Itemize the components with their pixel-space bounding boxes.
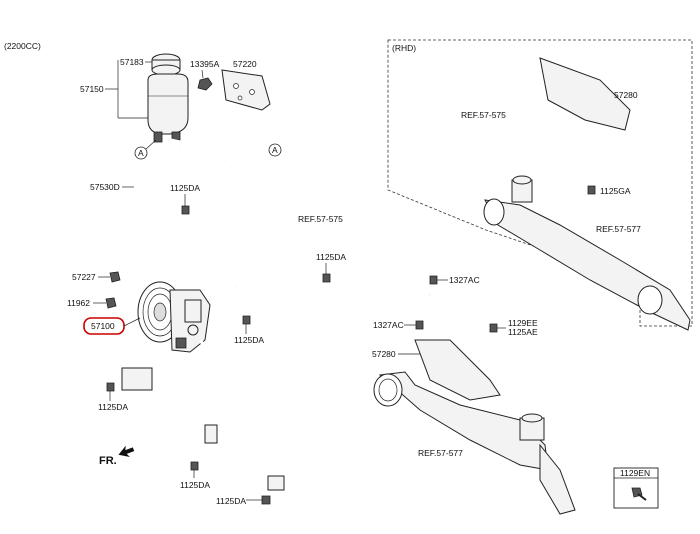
part-label-57183: 57183	[120, 57, 144, 67]
power-steering-pump-57100	[137, 281, 211, 353]
part-label-1125da-3: 1125DA	[316, 252, 346, 262]
reservoir-assembly	[147, 53, 189, 143]
part-label-57280-rhd: 57280	[614, 90, 638, 100]
steering-rack-lower	[373, 339, 576, 515]
part-label-1327ac-2: 1327AC	[373, 320, 404, 330]
line-clamp-2	[204, 424, 218, 444]
part-label-57220: 57220	[233, 59, 257, 69]
part-label-1129en: 1129EN	[620, 468, 650, 478]
part-label-1125da-2: 1125DA	[234, 335, 264, 345]
part-label-1125ae: 1125AE	[508, 327, 538, 337]
bolt-13395a	[197, 77, 213, 91]
ref-circle-a-1	[134, 146, 148, 160]
part-label-57227: 57227	[72, 272, 96, 282]
part-label-1125ga: 1125GA	[600, 186, 631, 196]
steering-rack-rhd	[483, 175, 691, 331]
ref-label-57-577-rhd: REF.57-577	[596, 224, 641, 234]
line-clamp-3	[267, 475, 285, 491]
ref-circle-a-2-label: A	[272, 145, 278, 155]
part-label-11962: 11962	[67, 298, 90, 308]
line-clamp-1	[121, 367, 153, 391]
part-label-13395a: 13395A	[190, 59, 220, 69]
rack-bracket-57280-rhd	[539, 57, 631, 131]
ref-label-57-577-lower: REF.57-577	[418, 448, 463, 458]
bolt-1129en-icon	[631, 487, 647, 501]
ref-circle-a-2	[268, 143, 282, 157]
part-label-57530d: 57530D	[90, 182, 120, 192]
rhd-label: (RHD)	[392, 43, 416, 53]
part-label-1125da-5: 1125DA	[180, 480, 210, 490]
part-label-57100[interactable]: 57100	[91, 321, 115, 331]
ref-label-57-575-main: REF.57-575	[298, 214, 343, 224]
part-label-1129ee: 1129EE	[508, 318, 538, 328]
ref-circle-a-1-label: A	[138, 148, 144, 158]
part-label-1327ac-1: 1327AC	[449, 275, 480, 285]
part-label-57150: 57150	[80, 84, 104, 94]
bolt-57227	[109, 271, 121, 283]
part-label-57280-lower: 57280	[372, 349, 396, 359]
engine-variant-label: (2200CC)	[4, 41, 41, 51]
bracket-57220	[221, 69, 271, 111]
ref-label-57-575-rhd: REF.57-575	[461, 110, 506, 120]
front-arrow-icon	[118, 445, 135, 457]
part-label-1125da-4: 1125DA	[98, 402, 128, 412]
front-direction-label: FR.	[99, 455, 117, 467]
part-label-1125da-1: 1125DA	[170, 183, 200, 193]
part-label-1125da-6: 1125DA	[216, 496, 246, 506]
bolt-11962	[105, 297, 117, 309]
